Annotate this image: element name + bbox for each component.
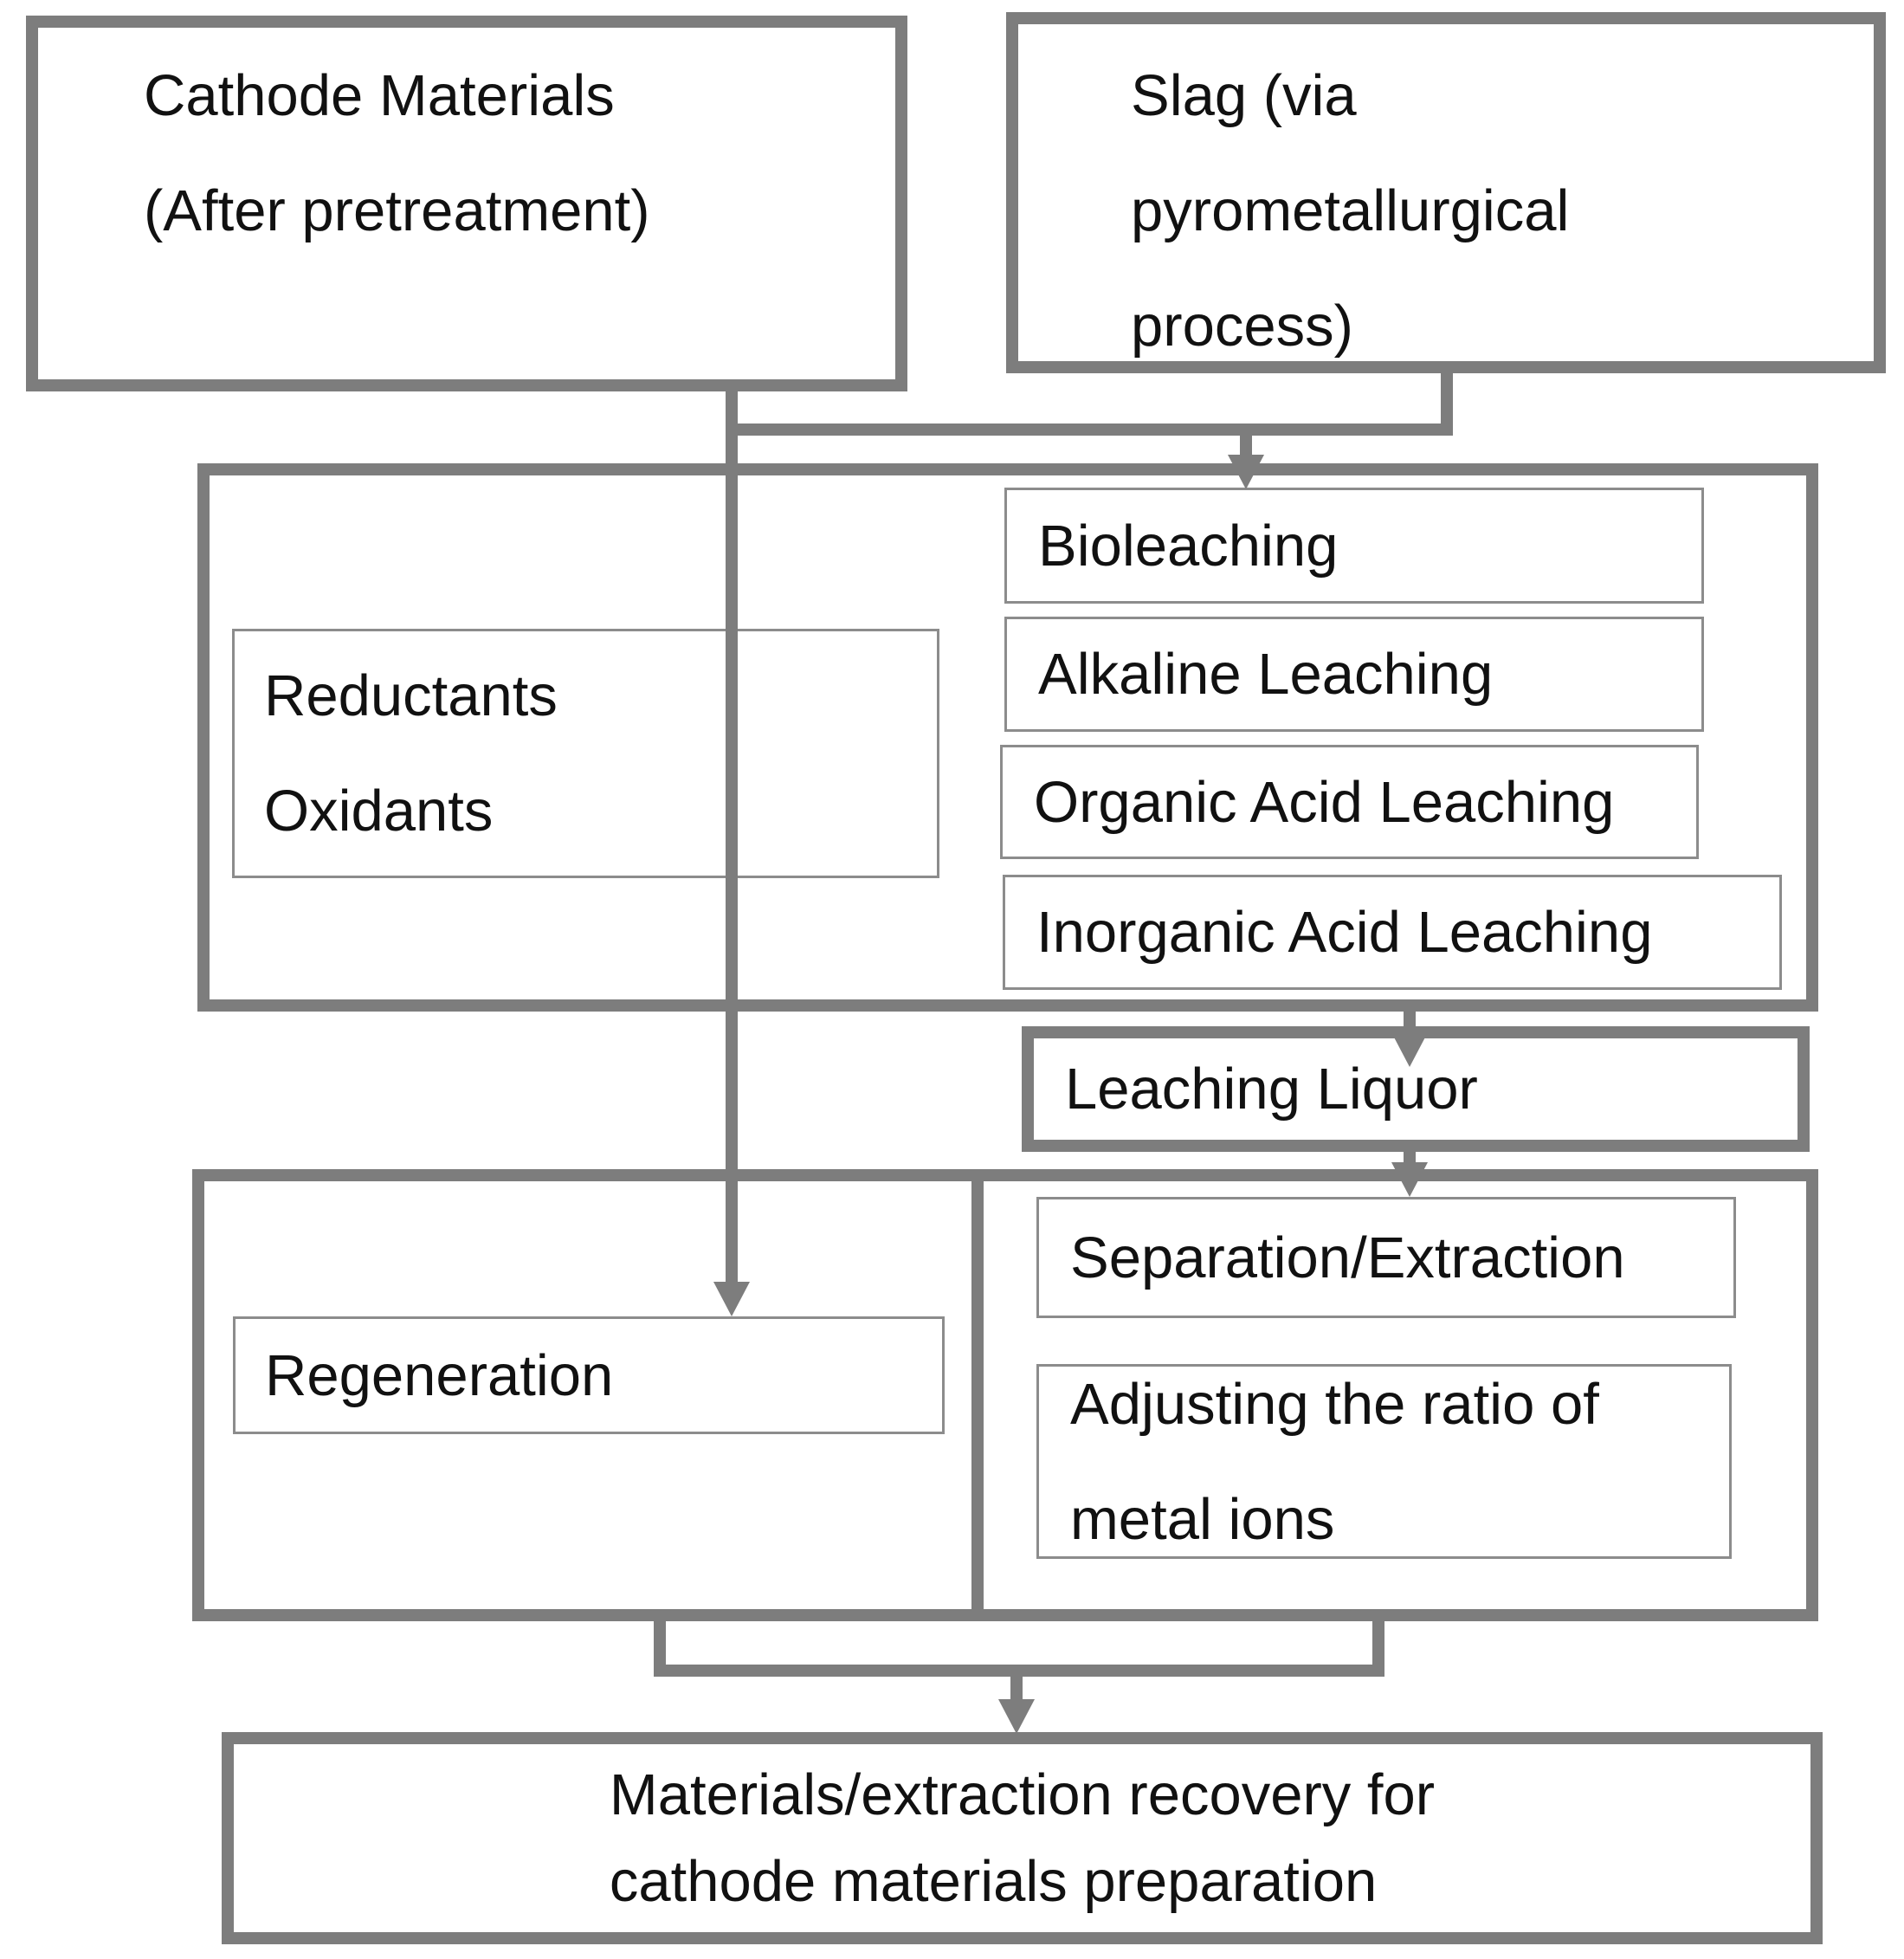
edge-liquor-to-separation-arrowhead: [1391, 1162, 1428, 1197]
edge-to-leaching-stem: [1240, 436, 1252, 456]
edge-to-recovery-arrowhead: [998, 1699, 1035, 1734]
edge-lowerbox-horizontal-line: [654, 1665, 1384, 1677]
edge-to-recovery-stem: [1010, 1677, 1023, 1701]
node-separation-extraction-label: Separation/Extraction: [1070, 1225, 1625, 1290]
node-adjusting-ratio-label: Adjusting the ratio of metal ions: [1070, 1371, 1599, 1552]
node-leaching-liquor-label: Leaching Liquor: [1065, 1057, 1478, 1122]
node-adjusting-ratio: Adjusting the ratio of metal ions: [1036, 1364, 1732, 1559]
node-reductants-oxidants-label: Reductants Oxidants: [264, 663, 558, 844]
node-regeneration: Regeneration: [233, 1316, 945, 1434]
edge-cathode-to-regeneration-stem: [726, 390, 738, 1283]
node-materials-recovery-label: Materials/extraction recovery for cathod…: [609, 1762, 1436, 1914]
node-organic-acid-leaching-label: Organic Acid Leaching: [1034, 769, 1615, 835]
node-leaching-liquor: Leaching Liquor: [1022, 1026, 1810, 1152]
node-inorganic-acid-leaching-label: Inorganic Acid Leaching: [1036, 900, 1653, 965]
edge-to-leaching-arrowhead: [1228, 455, 1264, 489]
edge-leaching-to-liquor-arrowhead: [1391, 1032, 1428, 1067]
node-alkaline-leaching-label: Alkaline Leaching: [1038, 642, 1494, 707]
node-alkaline-leaching: Alkaline Leaching: [1004, 617, 1704, 732]
edge-leaching-to-liquor-stem: [1404, 1003, 1416, 1034]
node-regeneration-label: Regeneration: [265, 1342, 614, 1408]
edge-lowerbox-right-stub: [1372, 1616, 1384, 1677]
edge-join-horizontal-line: [726, 423, 1453, 436]
node-slag: Slag (via pyrometallurgical process): [1006, 12, 1886, 373]
node-inorganic-acid-leaching: Inorganic Acid Leaching: [1003, 875, 1782, 990]
node-bioleaching-label: Bioleaching: [1038, 513, 1339, 579]
node-slag-label: Slag (via pyrometallurgical process): [1131, 63, 1570, 359]
node-separation-extraction: Separation/Extraction: [1036, 1197, 1736, 1318]
node-organic-acid-leaching: Organic Acid Leaching: [1000, 745, 1699, 859]
group-divider-line: [971, 1169, 984, 1621]
group-leaching-stage: [197, 463, 1818, 1012]
edge-slag-vertical-stem: [1441, 372, 1453, 436]
node-cathode-materials: Cathode Materials (After pretreatment): [26, 16, 907, 391]
edge-cathode-to-regeneration-arrowhead: [713, 1282, 750, 1316]
node-bioleaching: Bioleaching: [1004, 488, 1704, 604]
node-reductants-oxidants: Reductants Oxidants: [232, 629, 939, 878]
edge-liquor-to-separation-stem: [1404, 1147, 1416, 1164]
edge-lowerbox-left-stub: [654, 1616, 666, 1677]
group-regeneration-separation-stage: [192, 1169, 1818, 1621]
node-cathode-materials-label: Cathode Materials (After pretreatment): [144, 63, 650, 243]
node-materials-recovery: Materials/extraction recovery for cathod…: [222, 1732, 1823, 1944]
